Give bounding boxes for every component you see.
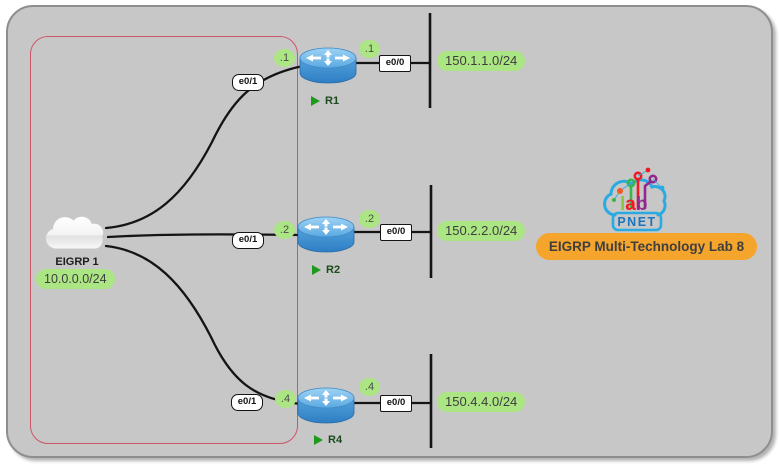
r1-wan-octet: .1 xyxy=(274,49,295,67)
router-status-icon xyxy=(312,265,321,275)
r4-e01-label: e0/1 xyxy=(231,394,263,411)
r4-network-label: 150.4.4.0/24 xyxy=(437,392,526,412)
r1-e01-label: e0/1 xyxy=(232,74,264,91)
r4-wan-octet: .4 xyxy=(275,390,296,408)
pnetlab-logo: lab PNET xyxy=(598,158,676,241)
r2-e01-label: e0/1 xyxy=(232,232,264,249)
r2-name: R2 xyxy=(312,264,340,276)
router-r1[interactable] xyxy=(299,47,357,89)
r2-e00-label: e0/0 xyxy=(380,224,412,241)
r1-name: R1 xyxy=(311,95,339,107)
logo-cloud-outline xyxy=(603,178,667,217)
r4-name: R4 xyxy=(314,434,342,446)
r4-e00-label: e0/0 xyxy=(380,395,412,412)
router-status-icon xyxy=(314,435,323,445)
logo-network-dots xyxy=(612,167,665,202)
r1-network-label: 150.1.1.0/24 xyxy=(437,51,526,71)
router-r4[interactable] xyxy=(297,387,355,429)
r4-lan-octet: .4 xyxy=(359,378,380,396)
logo-lab-text: lab xyxy=(620,194,647,215)
eigrp-domain-outline xyxy=(30,36,298,444)
lab-title-banner: EIGRP Multi-Technology Lab 8 xyxy=(536,233,757,260)
r1-lan-octet: .1 xyxy=(359,40,380,58)
router-r2[interactable] xyxy=(297,216,355,258)
r2-wan-octet: .2 xyxy=(274,221,295,239)
cloud-node[interactable] xyxy=(42,205,108,260)
r2-network-label: 150.2.2.0/24 xyxy=(437,221,526,241)
cloud-network-label: 10.0.0.0/24 xyxy=(36,269,115,289)
cloud-label: EIGRP 1 xyxy=(55,256,99,268)
r1-e00-label: e0/0 xyxy=(379,55,411,72)
cloud-icon xyxy=(45,215,105,250)
r2-lan-octet: .2 xyxy=(359,210,380,228)
router-status-icon xyxy=(311,96,320,106)
logo-brand-text: PNET xyxy=(617,215,656,229)
